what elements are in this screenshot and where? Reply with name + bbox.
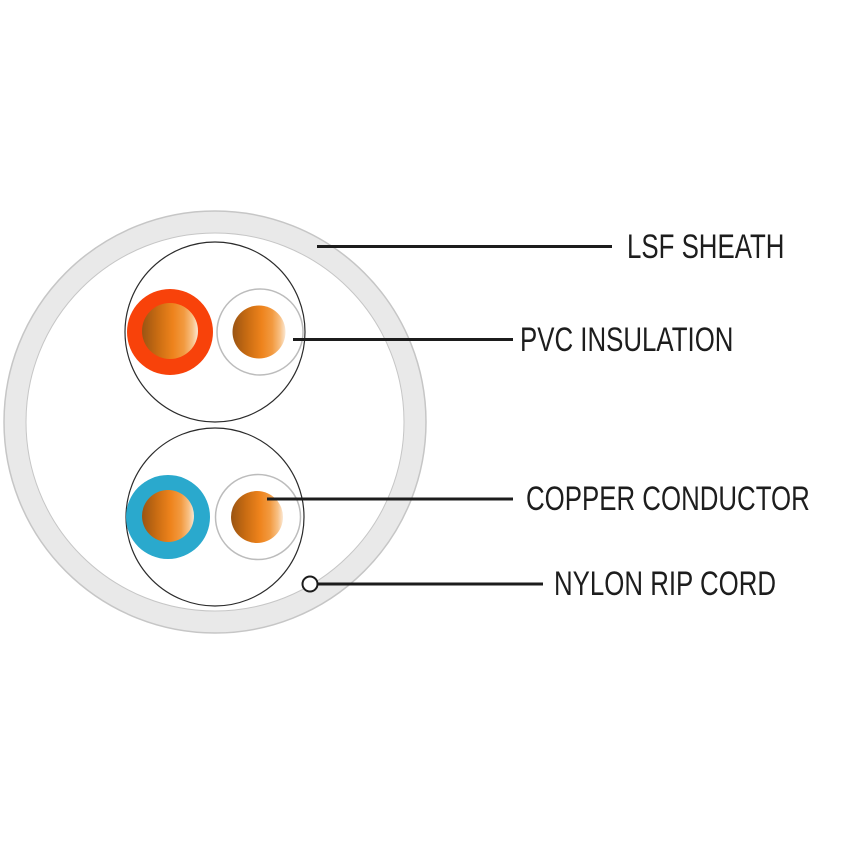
label-lsf-sheath: LSF SHEATH [627,228,785,266]
copper-conductor-bottom-left [142,490,194,542]
nylon-rip-cord-circle [301,575,319,593]
copper-conductor-bottom-right [231,491,283,543]
label-pvc-insulation: PVC INSULATION [520,321,734,359]
label-copper-conductor: COPPER CONDUCTOR [526,480,810,518]
label-nylon-rip-cord: NYLON RIP CORD [554,565,777,603]
copper-conductor-top-right [232,305,286,359]
pair-circle-top [124,241,306,423]
copper-conductor-top-left [142,303,198,359]
